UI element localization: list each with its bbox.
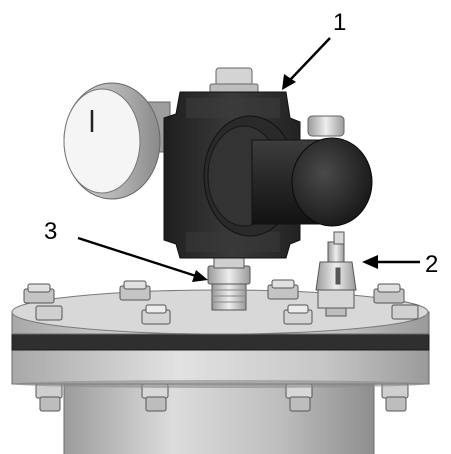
pressure-regulator	[163, 67, 373, 259]
callout-arrows	[77, 37, 420, 282]
callout-label-3: 3	[44, 218, 57, 245]
flange-top-bolts	[23, 279, 419, 325]
callout-2-arrowhead	[362, 255, 378, 269]
callout-label-1: 1	[333, 9, 346, 36]
relief-valve	[315, 231, 357, 317]
callout-label-2: 2	[425, 251, 438, 278]
callout-3-arrowhead	[192, 270, 208, 282]
pressure-gauge	[63, 82, 171, 200]
threaded-fitting	[207, 255, 251, 311]
callout-3-arrow	[77, 236, 197, 278]
callout-1-arrow	[289, 37, 331, 81]
callout-1-arrowhead	[282, 74, 296, 90]
